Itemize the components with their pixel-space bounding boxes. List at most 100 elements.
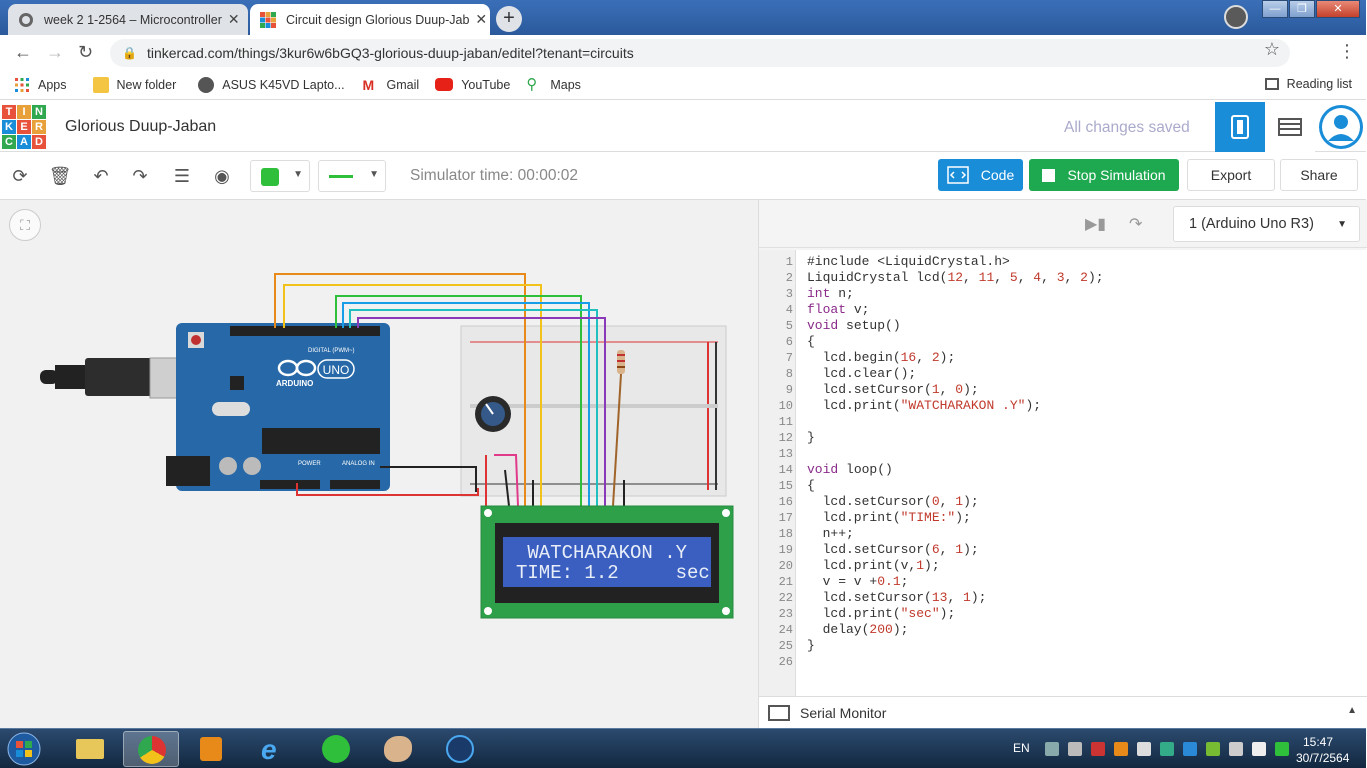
browser-tab-circuit-design[interactable]: Circuit design Glorious Duup-Jab ✕ xyxy=(250,4,490,35)
volume-icon[interactable] xyxy=(1137,742,1151,756)
zoom-to-fit-icon[interactable]: ⛶ xyxy=(9,209,41,241)
board-select-label: 1 (Arduino Uno R3) xyxy=(1189,216,1314,232)
code-text: lcd.print("TIME:"); xyxy=(807,510,971,525)
breadboard-icon xyxy=(1231,115,1249,139)
minimize-button[interactable]: — xyxy=(1262,0,1288,18)
visibility-icon[interactable]: ◉ xyxy=(214,166,230,186)
browser-profile-icon[interactable] xyxy=(1224,5,1248,29)
tinkercad-logo[interactable]: T I N K E R C A D xyxy=(2,105,46,149)
windows-start-icon[interactable] xyxy=(4,731,44,767)
bookmark-apps[interactable]: Apps xyxy=(14,77,67,93)
components-list-button[interactable] xyxy=(1265,102,1315,152)
bookmark-asus[interactable]: ASUS K45VD Lapto... xyxy=(198,76,345,93)
code-text: lcd.print("WATCHARAKON .Y"); xyxy=(807,398,1042,413)
lcd-module[interactable]: WATCHARAKON .Y TIME: 1.2 sec xyxy=(480,505,734,619)
ie-icon: e xyxy=(261,734,277,765)
undo-icon[interactable]: ↶ xyxy=(93,166,109,186)
tray-app-icon[interactable] xyxy=(1183,742,1197,756)
signal-icon[interactable] xyxy=(1229,742,1243,756)
expand-up-icon[interactable]: ▲ xyxy=(1347,705,1357,716)
taskbar-player[interactable] xyxy=(432,731,488,767)
code-button[interactable]: Code xyxy=(938,159,1023,191)
system-clock[interactable]: 15:47 30/7/2564 xyxy=(1296,734,1349,766)
code-text: lcd.setCursor(1, 0); xyxy=(807,382,979,397)
globe-icon xyxy=(198,76,215,93)
code-text: int n; xyxy=(807,286,854,301)
user-avatar[interactable] xyxy=(1319,105,1363,149)
system-tray xyxy=(1045,742,1298,756)
potentiometer[interactable] xyxy=(475,396,511,432)
reading-list-button[interactable]: Reading list xyxy=(1264,77,1352,91)
window-close-button[interactable]: ✕ xyxy=(1316,0,1360,18)
browser-tabstrip: week 2 1-2564 – Microcontroller ✕ Circui… xyxy=(0,0,1366,35)
step-icon[interactable]: ▶▮ xyxy=(1085,216,1107,233)
circuit-canvas[interactable]: ⛶ UNO xyxy=(0,200,758,728)
new-tab-button[interactable]: + xyxy=(496,6,522,32)
code-text: } xyxy=(807,430,815,445)
bookmark-label: New folder xyxy=(116,77,177,92)
resistor[interactable] xyxy=(617,350,625,374)
line-tray-icon[interactable] xyxy=(1275,742,1289,756)
serial-monitor-icon xyxy=(768,704,790,721)
wires[interactable] xyxy=(274,273,625,507)
line-number: 18 xyxy=(778,527,793,541)
bookmark-label: Gmail xyxy=(386,77,420,92)
close-tab-icon[interactable]: ✕ xyxy=(227,11,240,27)
logo-letter: E xyxy=(17,120,31,134)
line-number: 21 xyxy=(778,575,793,589)
battery-icon[interactable] xyxy=(1252,742,1266,756)
taskbar-paint[interactable] xyxy=(370,731,426,767)
usb-icon[interactable] xyxy=(1068,742,1082,756)
bookmark-youtube[interactable]: YouTube xyxy=(435,78,510,92)
uno-label: UNO xyxy=(323,363,350,377)
browser-menu-icon[interactable]: ⋮ xyxy=(1338,41,1356,61)
input-language[interactable]: EN xyxy=(1013,741,1030,755)
tray-app-icon[interactable] xyxy=(1160,742,1174,756)
browser-tab-microcontroller[interactable]: week 2 1-2564 – Microcontroller ✕ xyxy=(8,4,248,35)
rotate-icon[interactable]: ⟳ xyxy=(12,166,28,186)
back-arrow-icon[interactable]: ← xyxy=(14,42,32,62)
taskbar-ie[interactable]: e xyxy=(245,731,301,767)
board-select[interactable]: 1 (Arduino Uno R3) ▼ xyxy=(1173,206,1360,242)
code-icon xyxy=(947,166,969,184)
circuit-view-button[interactable] xyxy=(1215,102,1265,152)
code-text: delay(200); xyxy=(807,622,909,637)
network-icon[interactable] xyxy=(1045,742,1059,756)
bookmark-maps[interactable]: ⚲ Maps xyxy=(526,76,581,93)
taskbar-media[interactable] xyxy=(184,731,240,767)
tray-app-icon[interactable] xyxy=(1206,742,1220,756)
maximize-button[interactable]: ❐ xyxy=(1289,0,1315,18)
close-tab-icon[interactable]: ✕ xyxy=(475,11,488,27)
share-button[interactable]: Share xyxy=(1280,159,1358,191)
line-number: 26 xyxy=(778,655,793,669)
arduino-infinity-logo xyxy=(277,359,317,377)
tray-app-icon[interactable] xyxy=(1114,742,1128,756)
serial-monitor-bar[interactable]: Serial Monitor ▲ xyxy=(759,696,1367,728)
taskbar-explorer[interactable] xyxy=(62,731,118,767)
logo-letter: I xyxy=(17,105,31,119)
project-title[interactable]: Glorious Duup-Jaban xyxy=(65,118,217,135)
wire-color-picker[interactable]: ▼ xyxy=(250,160,310,192)
wire-type-picker[interactable]: ▼ xyxy=(318,160,386,192)
power-label: POWER xyxy=(298,461,321,467)
reload-icon[interactable]: ↻ xyxy=(78,42,94,62)
bookmark-star-icon[interactable]: ☆ xyxy=(1263,39,1280,59)
tray-app-icon[interactable] xyxy=(1091,742,1105,756)
forward-arrow-icon[interactable]: → xyxy=(46,42,64,62)
redo-icon[interactable]: ↷ xyxy=(132,166,148,186)
taskbar-line[interactable] xyxy=(308,731,364,767)
taskbar-chrome[interactable] xyxy=(123,731,179,767)
restart-icon[interactable]: ↷ xyxy=(1129,216,1143,233)
arduino-board[interactable]: UNO ARDUINO DIGITAL (PWM~) POWER ANALOG … xyxy=(166,323,390,491)
line-number: 11 xyxy=(778,415,793,429)
url-input[interactable]: 🔒 tinkercad.com/things/3kur6w6bGQ3-glori… xyxy=(110,39,1290,67)
stop-simulation-button[interactable]: Stop Simulation xyxy=(1029,159,1179,191)
bookmark-gmail[interactable]: M Gmail xyxy=(363,77,420,93)
line-number: 10 xyxy=(778,399,793,413)
bookmark-new-folder[interactable]: New folder xyxy=(92,76,177,93)
export-button[interactable]: Export xyxy=(1187,159,1275,191)
notes-icon[interactable]: ☰ xyxy=(173,166,191,186)
delete-icon[interactable]: 🗑 xyxy=(48,166,72,186)
logo-letter: N xyxy=(32,105,46,119)
